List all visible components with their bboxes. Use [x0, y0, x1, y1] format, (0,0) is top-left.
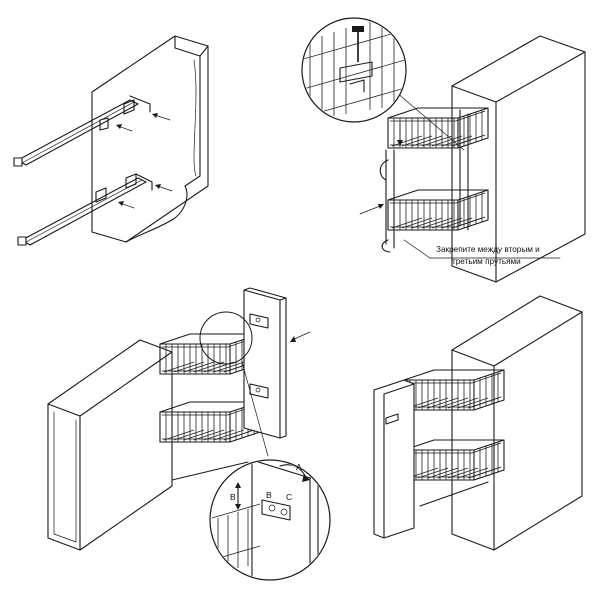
detail-circle-adjustment: B A B C [209, 459, 331, 581]
step3-attach-door: B A B C [47, 287, 331, 581]
label-b-vertical: B [230, 492, 236, 502]
attach-note-line1: Закрепите между вторым и [436, 245, 540, 254]
step4-finished-unit [373, 295, 583, 551]
detail-circle-screw [301, 17, 407, 123]
label-c: C [286, 492, 292, 502]
step2-fix-baskets: Закрепите между вторым и третьим прутьям… [301, 17, 586, 283]
attach-note-line2: третьим прутьями [452, 257, 521, 266]
step1-install-runners [13, 35, 209, 246]
label-b: B [266, 490, 272, 500]
label-a: A [296, 462, 302, 472]
